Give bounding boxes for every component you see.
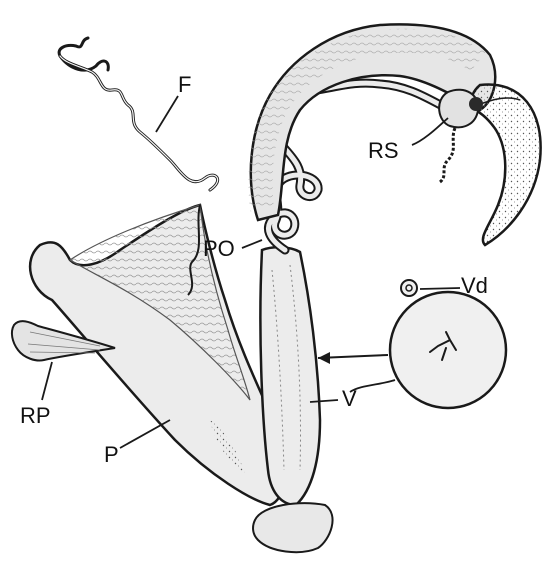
spermatheca-duct xyxy=(440,128,455,182)
label-receptaculum-seminis: RS xyxy=(368,140,399,162)
label-vaginal-duct: Vd xyxy=(461,275,488,297)
label-vagina: V xyxy=(342,388,357,410)
label-retractor-penis: RP xyxy=(20,405,51,427)
label-flagellum: F xyxy=(178,74,191,96)
label-penis: P xyxy=(104,444,119,466)
vagina-cross-section xyxy=(390,292,506,408)
atrium xyxy=(253,503,333,552)
flagellum xyxy=(59,38,218,190)
vaginal-duct-section xyxy=(401,280,417,296)
label-pedunculus: PO xyxy=(203,238,235,260)
vagina xyxy=(260,247,320,505)
